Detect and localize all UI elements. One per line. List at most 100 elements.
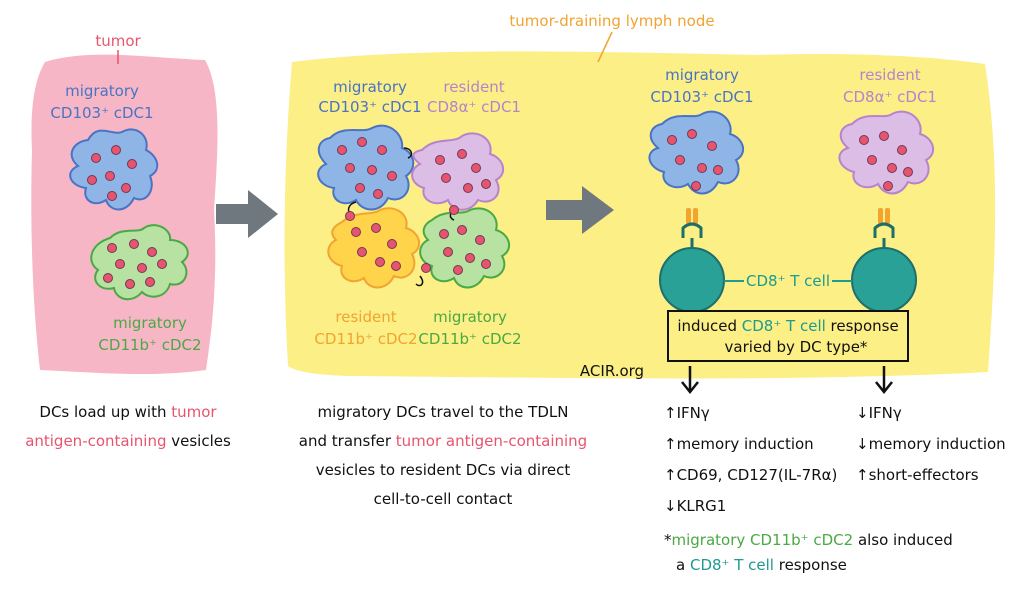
vesicle-dot (87, 175, 97, 185)
vesicle-dot (103, 273, 113, 283)
vesicle-dot (481, 259, 491, 269)
vesicle-dot (457, 225, 467, 235)
p3-purple-label-1: resident (859, 66, 920, 84)
vesicle-dot (859, 135, 869, 145)
vesicle-dot (357, 137, 367, 147)
tumor-label: tumor (95, 32, 141, 50)
c2-line3: vesicles to resident DCs via direct (315, 461, 571, 479)
vesicle-dot (675, 155, 685, 165)
vesicle-dot (105, 171, 115, 181)
down-arrow-left (681, 366, 699, 395)
results-right: ↓IFNγ ↓memory induction ↑short-effectors (856, 398, 1006, 491)
vesicle-dot (667, 135, 677, 145)
footnote-a: migratory CD11b⁺ cDC2 (671, 531, 854, 549)
tumor-region (31, 54, 218, 375)
vesicle-dot (713, 165, 723, 175)
p2-purple-label-2: CD8α⁺ cDC1 (427, 98, 521, 116)
vesicle-dot (125, 279, 135, 289)
c2-line2-b: tumor antigen-containing (395, 432, 588, 450)
vesicle-dot (439, 229, 449, 239)
vesicle-dot (115, 259, 125, 269)
p1-blue-label-2: CD103⁺ cDC1 (50, 104, 153, 122)
response-line1-c: response (826, 317, 899, 335)
p2-orange-label-1: resident (335, 308, 396, 326)
vesicle-dot (879, 131, 889, 141)
vesicle-dot (453, 265, 463, 275)
vesicle-dot (107, 191, 117, 201)
p3-blue-label-2: CD103⁺ cDC1 (650, 88, 753, 106)
caption-panel2: migratory DCs travel to the TDLN and tra… (278, 398, 608, 514)
p2-orange-label-2: CD11b⁺ cDC2 (314, 330, 417, 348)
c1-line2-b: vesicles (166, 432, 231, 450)
vesicle-dot (373, 189, 383, 199)
vesicle-dot (449, 205, 459, 215)
vesicle-dot (887, 163, 897, 173)
vesicle-dot (883, 181, 893, 191)
tdln-pointer (597, 31, 613, 63)
p2-blue-label-1: migratory (333, 78, 407, 96)
vesicle-dot (375, 257, 385, 267)
p1-green-label-2: CD11b⁺ cDC2 (98, 336, 201, 354)
vesicle-dot (443, 247, 453, 257)
c1-line1-a: DCs load up with (39, 403, 172, 421)
response-box (667, 310, 909, 362)
p2-green-label-2: CD11b⁺ cDC2 (418, 330, 521, 348)
results-left: ↑IFNγ ↑memory induction ↑CD69, CD127(IL-… (664, 398, 837, 522)
vesicle-dot (157, 259, 167, 269)
vesicle-dot (897, 145, 907, 155)
tdln-label: tumor-draining lymph node (509, 12, 714, 30)
vesicle-dot (691, 181, 701, 191)
response-line1-b: CD8⁺ T cell (742, 317, 826, 335)
result-right-1: ↓memory induction (856, 435, 1006, 453)
vesicle-dot (391, 261, 401, 271)
lymph-node-region (284, 51, 996, 379)
vesicle-dot (371, 223, 381, 233)
vesicle-dot (357, 247, 367, 257)
tcell-right (851, 247, 917, 313)
footnote-e: response (773, 556, 847, 574)
c1-line2-a: antigen-containing (25, 432, 167, 450)
vesicle-dot (457, 149, 467, 159)
tumor-cdc2-cell (90, 224, 189, 301)
result-left-3: ↓KLRG1 (664, 497, 727, 515)
vesicle-dot (121, 183, 131, 193)
vesicle-dot (107, 243, 117, 253)
tumor-cdc1-cell (69, 128, 159, 211)
vesicle-dot (147, 247, 157, 257)
c2-line2-a: and transfer (298, 432, 396, 450)
c1-line1-b: tumor (171, 403, 217, 421)
tcell-left (659, 247, 725, 313)
result-left-2: ↑CD69, CD127(IL-7Rα) (664, 466, 838, 484)
vesicle-dot (441, 173, 451, 183)
mhc-receptor-left (681, 208, 703, 250)
footnote-b: also induced (853, 531, 953, 549)
vesicle-dot (867, 155, 877, 165)
vesicle-dot (337, 145, 347, 155)
vesicle-dots (87, 129, 913, 289)
vesicle-dot (697, 163, 707, 173)
vesicle-dot (707, 141, 717, 151)
response-box-line1: induced CD8⁺ T cell response (677, 317, 898, 335)
result-right-0: ↓IFNγ (856, 404, 902, 422)
vesicle-dot (345, 163, 355, 173)
footnote-star: * (664, 531, 672, 549)
vesicle-dot (387, 239, 397, 249)
p1-green-label-1: migratory (113, 314, 187, 332)
vesicle-dot (345, 211, 355, 221)
result-left-1: ↑memory induction (664, 435, 814, 453)
vesicle-dot (387, 171, 397, 181)
vesicle-dot (421, 263, 431, 273)
vesicle-dot (91, 153, 101, 163)
down-arrow-right (875, 366, 893, 395)
vesicle-dot (127, 159, 137, 169)
footnote: *migratory CD11b⁺ cDC2 also induced a CD… (664, 528, 953, 578)
vesicle-dot (903, 167, 913, 177)
p3-blue-label-1: migratory (665, 66, 739, 84)
vesicle-dot (475, 235, 485, 245)
vesicle-dot (355, 183, 365, 193)
tcell-label: CD8⁺ T cell (746, 272, 830, 290)
p1-blue-label-1: migratory (65, 82, 139, 100)
watermark: ACIR.org (580, 362, 644, 380)
p2-green-label-1: migratory (433, 308, 507, 326)
